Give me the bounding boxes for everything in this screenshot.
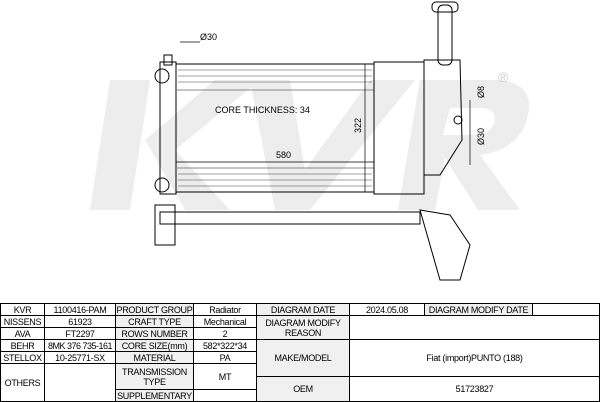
transmission-label: TRANSMISSION TYPE [116,364,194,390]
outlet-diameter: Ø30 [476,128,486,145]
oem-value: 51723827 [350,377,600,402]
rows-number-value: 2 [194,328,257,340]
supplementary-label: SUPPLEMENTARY [116,390,194,402]
nissens-label: NISSENS [1,316,45,328]
behr-label: BEHR [1,340,45,352]
oem-label: OEM [257,377,350,402]
ava-value: FT2297 [45,328,116,340]
make-model-value: Fiat (import)PUNTO (188) [350,340,600,377]
make-model-label: MAKE/MODEL [257,340,350,377]
core-size-value: 582*322*34 [194,340,257,352]
small-diameter: Ø8 [476,86,486,98]
material-label: MATERIAL [116,352,194,364]
width-dimension: 580 [276,150,291,160]
inlet-diameter: Ø30 [200,32,217,42]
modify-reason-value [350,316,600,340]
modify-reason-label: DIAGRAM MODIFY REASON [257,316,350,340]
modify-date-label: DIAGRAM MODIFY DATE [425,304,533,316]
radiator-drawing: ® Ø30 CORE THICKNESS: 34 580 322 Ø8 Ø30 [90,1,530,281]
spec-table: KVR 1100416-PAM NISSENS 61923 AVA FT2297… [0,303,600,402]
ava-label: AVA [1,328,45,340]
watermark-logo [90,80,530,210]
transmission-value: MT [194,364,257,390]
others-value [45,364,116,402]
stellox-value: 10-25771-SX [45,352,116,364]
product-group-label: PRODUCT GROUP [116,304,194,316]
craft-type-value: Mechanical [194,316,257,328]
diagram-date-label: DIAGRAM DATE [257,304,350,316]
core-size-label: CORE SIZE(mm) [116,340,194,352]
height-dimension: 322 [353,118,363,133]
others-label: OTHERS [1,364,45,402]
nissens-value: 61923 [45,316,116,328]
registered-mark: ® [498,69,509,85]
rows-number-label: ROWS NUMBER [116,328,194,340]
diagram-date-value: 2024.05.08 [350,304,425,316]
material-value: PA [194,352,257,364]
core-thickness-label: CORE THICKNESS: 34 [215,105,310,115]
stellox-label: STELLOX [1,352,45,364]
craft-type-label: CRAFT TYPE [116,316,194,328]
behr-value: 8MK 376 735-161 [45,340,116,352]
modify-date-value [533,304,600,316]
kvr-value: 1100416-PAM [45,304,116,316]
supplementary-value [194,390,257,402]
product-group-value: Radiator [194,304,257,316]
kvr-label: KVR [1,304,45,316]
